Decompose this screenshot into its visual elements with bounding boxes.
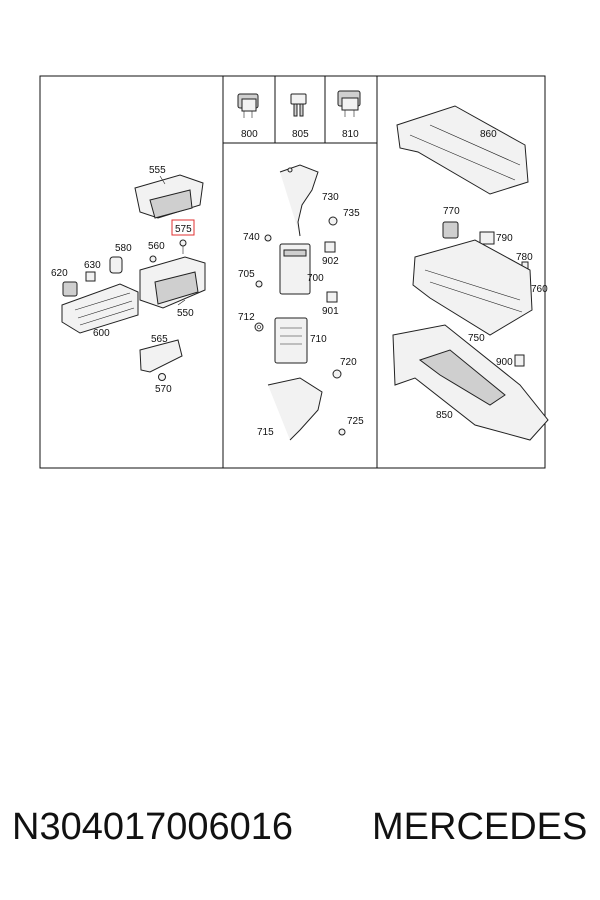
connector-620-icon[interactable] [62,281,78,297]
terminal-900-icon[interactable] [514,354,525,367]
callout-860: 860 [480,129,497,140]
callout-555: 555 [149,165,166,176]
callout-630: 630 [84,260,101,271]
nut-560-icon[interactable] [149,255,157,263]
callout-550: 550 [177,308,194,319]
callout-900: 900 [496,357,513,368]
module-housing-860[interactable] [396,105,529,195]
bracket-565[interactable] [139,339,183,373]
callout-715: 715 [257,427,274,438]
callout-902: 902 [322,256,339,267]
cover-902-icon[interactable] [324,241,336,253]
bracket-730[interactable] [279,164,319,237]
screw-575-icon[interactable] [179,239,187,254]
relay-790-icon[interactable] [479,231,495,245]
nut-720-icon[interactable] [332,369,342,379]
callout-800: 800 [241,129,258,140]
callout-780: 780 [516,252,533,263]
callout-575-highlight[interactable]: 575 [171,219,195,236]
callout-712: 712 [238,312,255,323]
callout-725: 725 [347,416,364,427]
carrier-frame-850[interactable] [392,324,549,441]
callout-700: 700 [307,273,324,284]
callout-850: 850 [436,410,453,421]
callout-560: 560 [148,241,165,252]
callout-705: 705 [238,269,255,280]
fuse-box-cover-555[interactable] [134,174,204,219]
relay-810-icon[interactable] [337,90,361,117]
callout-580: 580 [115,243,132,254]
callout-600: 600 [93,328,110,339]
fuse-box-housing-550[interactable] [139,256,206,309]
control-unit-710[interactable] [274,317,308,364]
relay-770-icon[interactable] [442,221,459,239]
callout-565: 565 [151,334,168,345]
diagram-frame [39,75,546,469]
callout-575: 575 [175,224,192,235]
callout-730: 730 [322,192,339,203]
bracket-715[interactable] [267,377,323,441]
relay-800-icon[interactable] [237,93,259,118]
callout-760: 760 [531,284,548,295]
nut-570-icon[interactable] [158,373,166,381]
screw-705-icon[interactable] [255,280,263,288]
washer-712-icon[interactable] [254,322,264,332]
callout-805: 805 [292,129,309,140]
callout-740: 740 [243,232,260,243]
cap-580-icon[interactable] [109,256,123,274]
clip-630-icon[interactable] [85,271,96,282]
caption: N304017006016 MERCEDES [0,806,600,862]
callout-750: 750 [468,333,485,344]
fuse-box-750[interactable] [412,239,533,336]
part-number: N304017006016 [12,806,294,848]
callout-770: 770 [443,206,460,217]
screw-725-icon[interactable] [338,428,346,436]
callout-901: 901 [322,306,339,317]
fuse-805-icon[interactable] [290,93,307,117]
callout-570: 570 [155,384,172,395]
screw-740-icon[interactable] [264,234,272,242]
fuse-carrier-600[interactable] [61,283,139,334]
brand-name: MERCEDES [372,806,588,848]
callout-620: 620 [51,268,68,279]
control-unit-700[interactable] [279,243,311,295]
nut-735-icon[interactable] [328,216,338,226]
callout-710: 710 [310,334,327,345]
callout-720: 720 [340,357,357,368]
callout-735: 735 [343,208,360,219]
callout-790: 790 [496,233,513,244]
callout-810: 810 [342,129,359,140]
cover-901-icon[interactable] [326,291,338,303]
